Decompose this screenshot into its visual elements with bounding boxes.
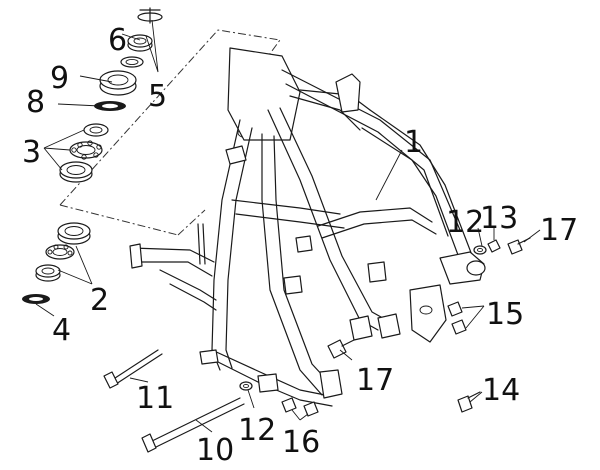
callout-1: 1 <box>404 125 423 160</box>
steering-nut-6 <box>127 34 153 52</box>
long-bolt-11 <box>103 349 163 389</box>
main-frame-1 <box>129 47 486 407</box>
lock-washer-5 <box>137 7 163 24</box>
callout-13: 13 <box>480 201 518 236</box>
callout-10: 10 <box>196 433 234 468</box>
callout-3: 3 <box>22 135 41 170</box>
callout-2: 2 <box>90 283 109 318</box>
bolt-17-lower <box>327 339 355 359</box>
steering-head-alignment-boundary <box>59 29 281 236</box>
callout-6: 6 <box>108 23 127 58</box>
callout-5: 5 <box>148 79 167 114</box>
bearing-cup-2 <box>57 222 91 245</box>
callout-14: 14 <box>482 373 520 408</box>
upper-bearing-stack <box>59 7 163 183</box>
leader-lines <box>35 19 541 433</box>
callout-15: 15 <box>486 297 524 332</box>
callout-17-lower: 17 <box>356 363 394 398</box>
bearing-cone-2 <box>35 264 61 282</box>
washer-12-upper <box>473 245 487 255</box>
lower-bearing-stack <box>22 222 91 304</box>
dust-seal-8 <box>94 101 126 111</box>
callout-9: 9 <box>50 61 69 96</box>
bearing-cone-9 <box>99 70 137 96</box>
nut-16 <box>281 397 319 417</box>
bolt-14 <box>457 391 481 413</box>
callout-labels: 6 5 9 8 3 2 4 1 12 13 17 15 17 11 10 12 … <box>22 23 578 468</box>
callout-4: 4 <box>52 313 71 348</box>
ball-bearing-2 <box>45 244 75 260</box>
nut-13 <box>487 239 501 253</box>
callout-8: 8 <box>26 85 45 120</box>
washer-ring <box>120 56 144 68</box>
callout-12-upper: 12 <box>446 205 484 240</box>
callout-16: 16 <box>282 425 320 460</box>
ball-race-3 <box>83 123 109 137</box>
callout-17-upper: 17 <box>540 213 578 248</box>
callout-11: 11 <box>136 381 174 416</box>
callout-12-lower: 12 <box>238 413 276 448</box>
dust-seal-4 <box>22 294 50 304</box>
long-bolt-10 <box>141 397 245 453</box>
washer-12-lower <box>239 381 253 391</box>
ball-bearing-3 <box>69 140 103 160</box>
bearing-cup-3 <box>59 161 93 183</box>
bolts-15 <box>447 301 467 335</box>
